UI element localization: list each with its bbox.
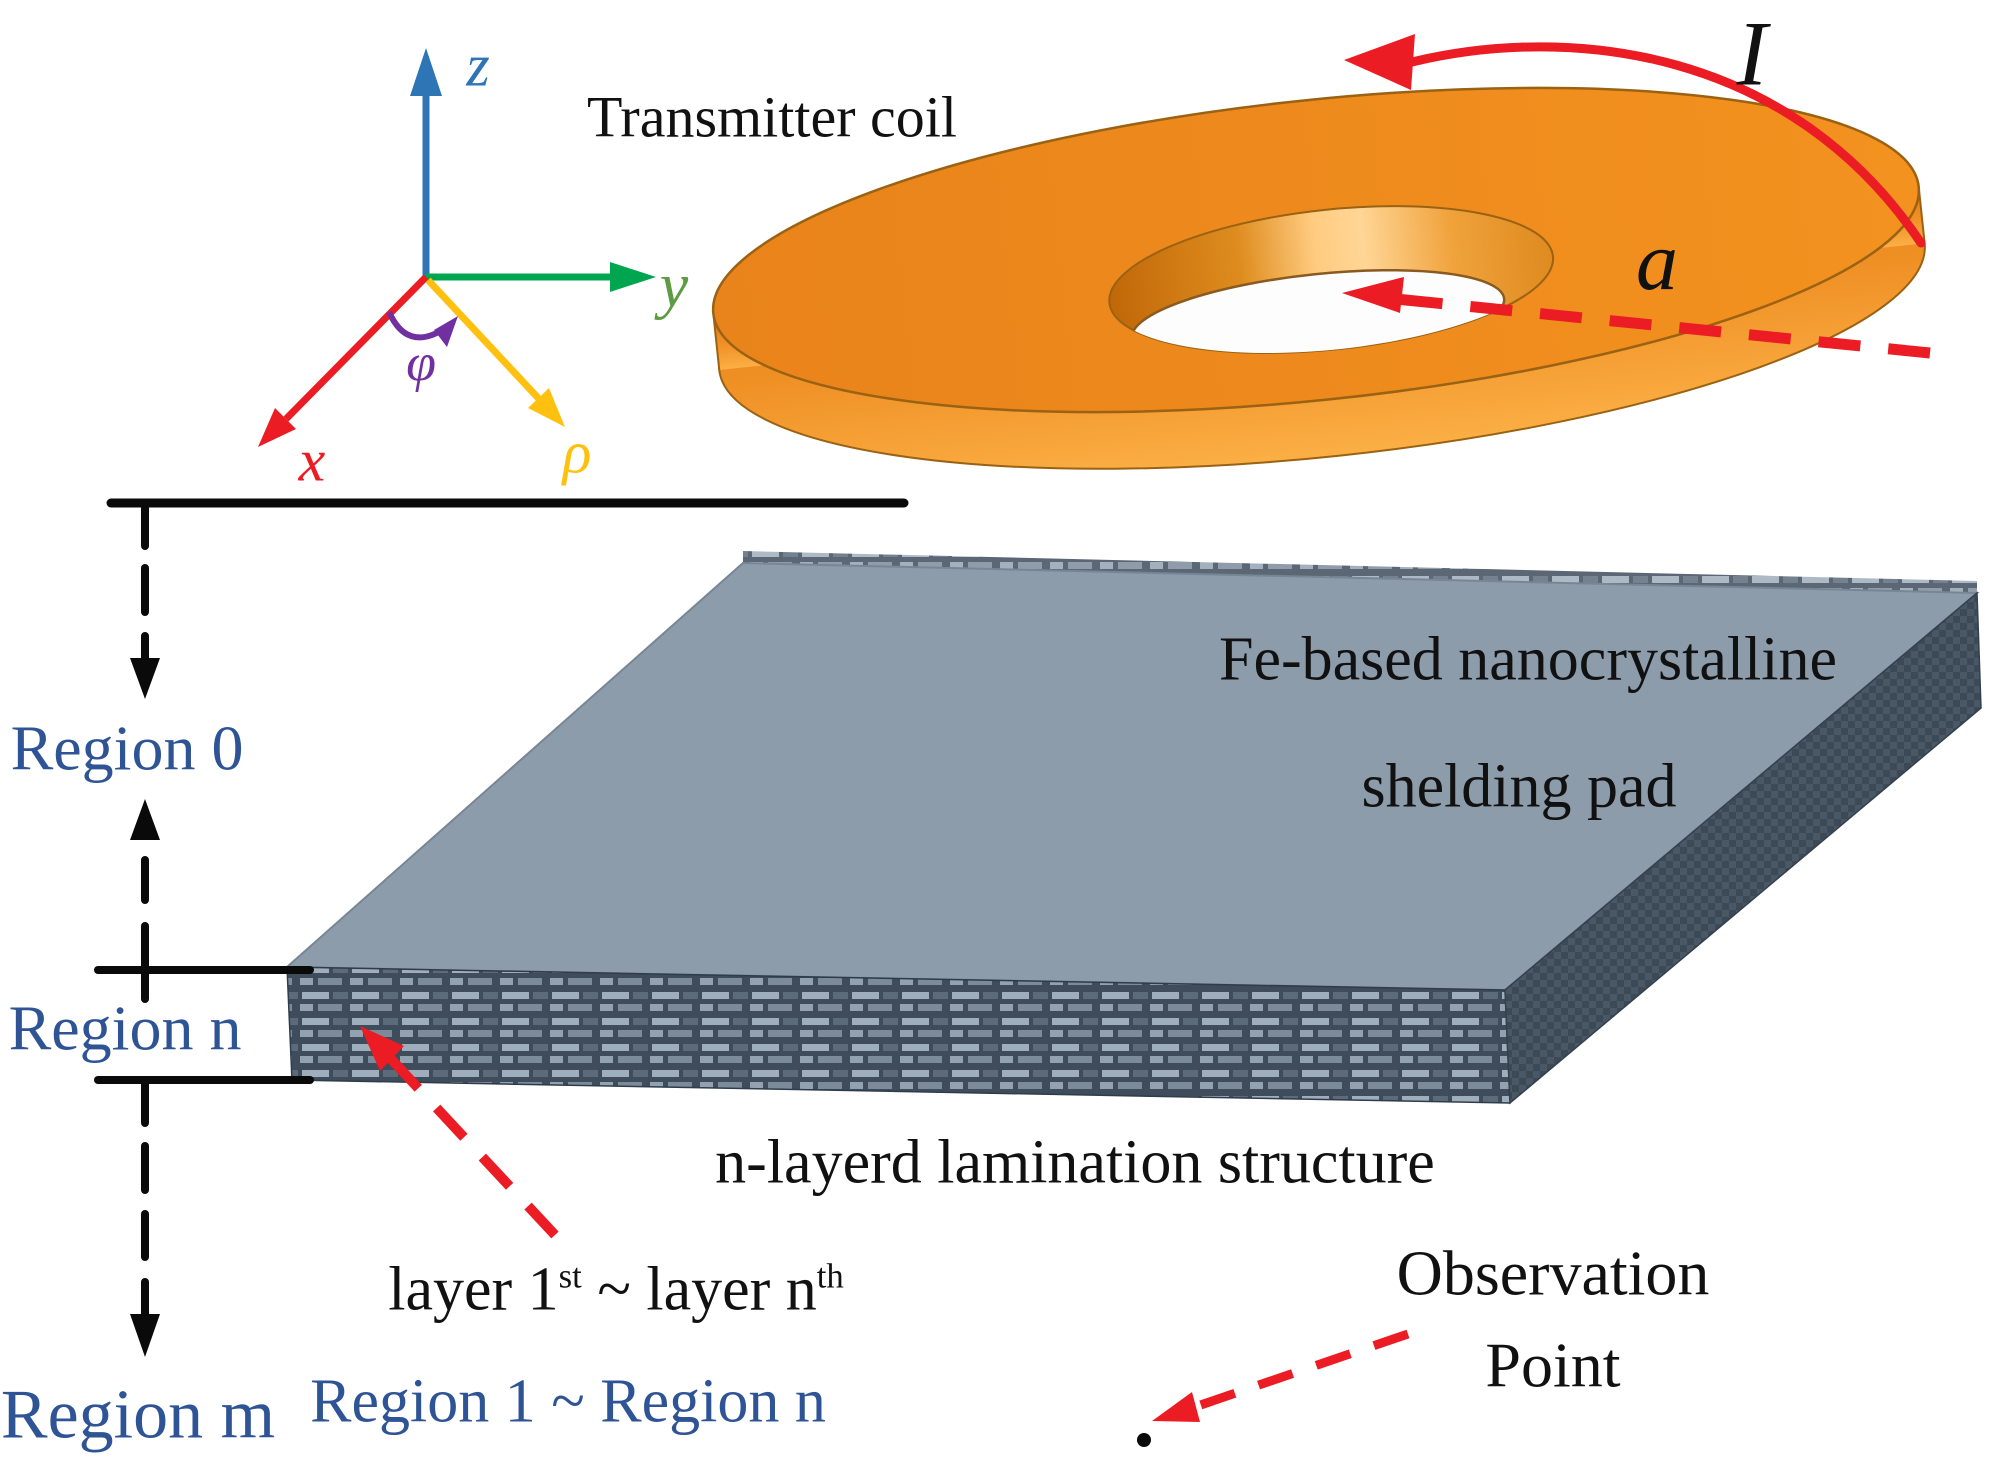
current-arrowhead [1344,34,1415,90]
observation-point-dot [1137,1433,1151,1447]
rho-axis [425,277,565,427]
lamination-structure-label: n-layerd lamination structure [715,1128,1435,1197]
region-m-label: Region m [0,1376,276,1454]
z-axis [410,48,442,277]
pad-back-edge-lamination [743,551,1977,595]
observation-label-line2: Point [1485,1329,1621,1401]
z-axis-label: z [466,32,490,99]
x-axis-label: x [298,427,326,494]
shielding-pad [284,551,1982,1105]
rho-arrowhead [528,388,565,427]
pad-right-face [1504,591,1982,1105]
layer-range-middle: ~ layer n [581,1255,817,1324]
phi-arrowhead [434,316,458,347]
current-symbol-label: I [1736,2,1768,105]
shield-pad-label-line2: shelding pad [1361,752,1677,821]
current-arrow [1344,34,1926,248]
observation-dashed-line [1184,1329,1410,1415]
pad-front-lamination-face [286,966,1511,1104]
radius-symbol-label: a [1636,214,1678,308]
rho-axis-label: ρ [562,419,592,486]
layer-range-sup2: th [816,1256,844,1296]
y-axis [426,262,656,292]
observation-arrowhead [1152,1392,1200,1422]
regionm-down-arrowhead [130,1314,160,1357]
y-arrowhead [610,262,656,292]
region0-down-arrowhead [130,658,160,699]
x-arrowhead [258,408,296,447]
transmitter-coil-torus [711,86,1926,470]
layer-pointer-arrow [360,1026,559,1239]
x-axis [258,274,429,447]
layer-range-label: layer 1st ~ layer nth [326,1192,844,1387]
observation-pointer-arrow [1137,1329,1410,1447]
layer-range-sup1: st [558,1256,582,1296]
phi-angle-label: φ [406,332,436,393]
coordinate-axes [258,48,656,447]
region-n-label: Region n [8,992,242,1064]
current-arc [1407,42,1926,248]
region-range-label: Region 1 ~ Region n [310,1367,826,1436]
shield-pad-label-line1: Fe-based nanocrystalline [1218,625,1838,694]
layer-range-prefix: layer 1 [388,1255,559,1324]
radius-arrowhead [1342,277,1404,313]
transmitter-coil-label: Transmitter coil [586,84,958,150]
observation-label-line1: Observation [1396,1237,1710,1309]
region-0-label: Region 0 [10,712,244,784]
y-axis-label: y [659,249,689,321]
region0-up-arrowhead [130,799,160,840]
radius-arrow [1342,277,1931,359]
layer-arrowhead [360,1026,404,1071]
region-boundaries [94,498,909,1084]
phi-angle-arc [386,310,458,347]
z-arrowhead [410,48,442,96]
radius-dashed-line [1395,293,1931,359]
